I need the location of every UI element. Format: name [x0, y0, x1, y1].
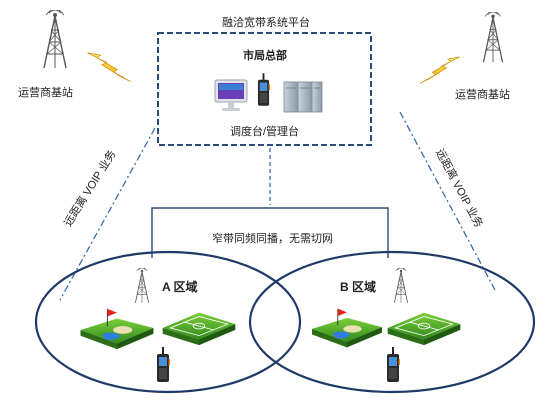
soccer-field-icon	[387, 312, 461, 346]
desktop-computer-icon	[214, 79, 248, 111]
handheld-radio-icon	[387, 347, 400, 382]
voip-link-right-line	[399, 111, 496, 291]
zone-b-ellipse	[248, 250, 536, 394]
console-label: 调度台/管理台	[230, 126, 300, 138]
hq-label: 市局总部	[243, 50, 287, 62]
voip-link-left-line	[59, 127, 156, 301]
base-station-left-label: 运营商基站	[18, 87, 73, 99]
lightning-icon	[87, 52, 131, 82]
zone-b-label: B 区域	[340, 280, 377, 294]
handheld-radio-icon	[157, 347, 170, 382]
radio-tower-icon	[482, 12, 504, 63]
soccer-field-icon	[162, 312, 236, 346]
golf-course-icon	[80, 308, 154, 350]
radio-tower-icon	[393, 268, 409, 304]
radio-tower-icon	[43, 10, 67, 69]
server-rack-icon	[283, 81, 323, 113]
narrowband-bracket	[151, 207, 389, 258]
zone-a-ellipse	[34, 250, 302, 394]
platform-title: 融洽宽带系统平台	[222, 17, 310, 29]
golf-course-icon	[311, 308, 383, 348]
radio-tower-icon	[134, 268, 150, 304]
narrowband-label: 窄带同频同播，无需切网	[212, 233, 333, 245]
zone-a-label: A 区域	[162, 280, 198, 294]
base-station-right-label: 运营商基站	[455, 89, 510, 101]
lightning-icon	[419, 56, 461, 84]
